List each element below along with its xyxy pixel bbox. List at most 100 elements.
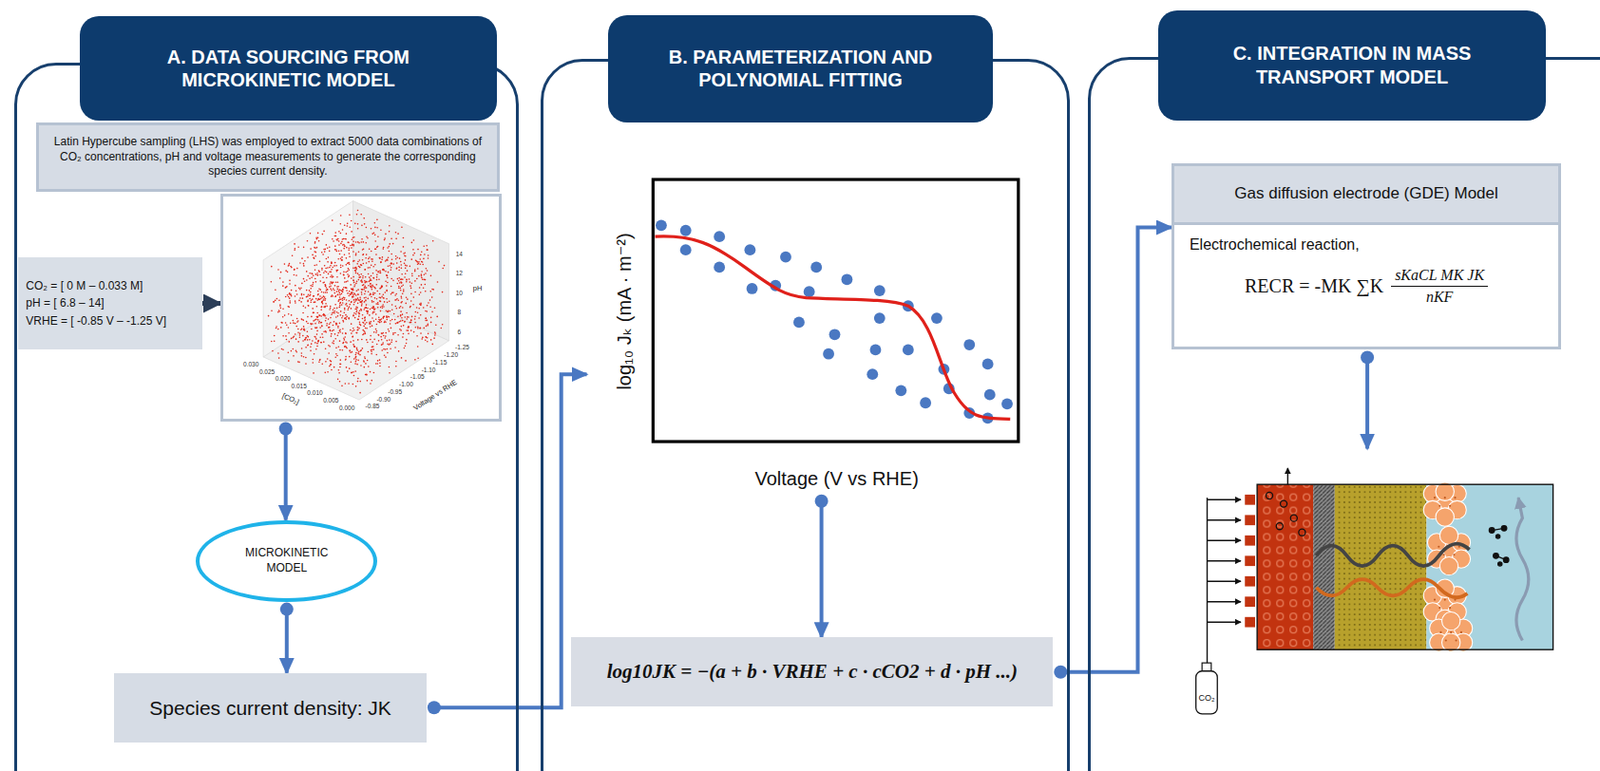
drawing-circle [312, 372, 315, 375]
drawing-circle [1453, 496, 1456, 499]
drawing-circle [358, 242, 361, 245]
drawing-circle [365, 304, 368, 306]
drawing-circle [339, 363, 342, 366]
drawing-circle [427, 302, 430, 305]
drawing-circle [301, 327, 304, 330]
drawing-circle [441, 323, 444, 326]
drawing-circle [410, 319, 413, 322]
drawing-circle [1265, 492, 1273, 499]
drawing-circle [309, 232, 312, 235]
tick-label: 0.000 [339, 403, 355, 411]
drawing-circle [309, 323, 312, 325]
drawing-circle [315, 273, 318, 276]
drawing-circle [1435, 508, 1454, 527]
drawing-circle [353, 260, 356, 263]
drawing-rect [1257, 484, 1553, 650]
drawing-circle [343, 238, 346, 241]
drawing-circle [331, 283, 334, 286]
drawing-circle [332, 240, 335, 243]
drawing-circle [420, 273, 423, 276]
drawing-circle [342, 299, 344, 302]
drawing-circle [351, 336, 354, 339]
drawing-circle [321, 251, 324, 254]
drawing-g [267, 209, 446, 395]
drawing-circle [340, 298, 343, 301]
drawing-circle [400, 250, 402, 253]
drawing-circle [311, 298, 314, 301]
drawing-circle [355, 294, 358, 297]
drawing-circle [422, 245, 425, 248]
drawing-g [1488, 526, 1509, 568]
drawing-circle [353, 358, 356, 361]
drawing-circle [349, 329, 352, 332]
drawing-circle [323, 300, 326, 303]
tick-label: -1.25 [455, 343, 470, 351]
drawing-circle [359, 380, 362, 383]
drawing-circle [303, 278, 305, 281]
drawing-circle [288, 293, 291, 296]
drawing-circle [379, 287, 381, 290]
drawing-circle [339, 294, 342, 297]
drawing-circle [338, 372, 341, 375]
drawing-circle [348, 293, 351, 296]
drawing-circle [363, 358, 366, 361]
drawing-circle [396, 256, 399, 259]
drawing-circle [402, 288, 405, 291]
section-title: A. DATA SOURCING FROM MICROKINETIC MODEL [121, 45, 455, 93]
drawing-circle [334, 333, 337, 336]
drawing-circle [390, 238, 393, 241]
drawing-circle [345, 286, 348, 289]
drawing-circle [304, 337, 307, 340]
drawing-circle [1444, 598, 1447, 601]
drawing-circle [296, 318, 299, 321]
drawing-circle [344, 356, 347, 359]
drawing-circle [430, 317, 433, 320]
drawing-circle [285, 322, 287, 324]
drawing-circle [280, 326, 283, 329]
drawing-circle [902, 344, 915, 357]
drawing-circle [400, 296, 402, 299]
tick-label: -1.10 [421, 365, 437, 373]
drawing-circle [400, 273, 403, 276]
drawing-circle [355, 299, 358, 302]
drawing-circle [342, 286, 345, 289]
drawing-circle [931, 312, 943, 324]
drawing-circle [361, 248, 364, 251]
drawing-circle [357, 318, 360, 321]
drawing-circle [296, 293, 299, 296]
drawing-circle [294, 247, 297, 250]
drawing-circle [392, 333, 395, 336]
drawing-circle [414, 268, 417, 271]
drawing-circle [426, 248, 429, 251]
drawing-circle [336, 238, 339, 241]
drawing-circle [359, 301, 362, 304]
drawing-circle [366, 237, 369, 240]
drawing-circle [400, 357, 403, 360]
drawing-circle [354, 370, 357, 373]
drawing-circle [287, 313, 290, 316]
drawing-circle [370, 275, 373, 278]
drawing-circle [331, 330, 334, 333]
drawing-circle [319, 315, 322, 318]
drawing-circle [397, 334, 400, 337]
drawing-circle [368, 276, 371, 279]
drawing-circle [285, 323, 288, 326]
drawing-circle [322, 276, 324, 279]
drawing-circle [297, 361, 300, 363]
drawing-circle [364, 268, 367, 271]
drawing-circle [380, 305, 383, 308]
drawing-circle [359, 309, 362, 312]
drawing-circle [361, 339, 363, 342]
drawing-circle [343, 224, 346, 227]
drawing-circle [270, 266, 273, 268]
drawing-circle [417, 325, 420, 328]
drawing-circle [404, 345, 407, 348]
drawing-circle [362, 241, 365, 244]
drawing-circle [810, 262, 822, 274]
drawing-circle [430, 275, 433, 278]
drawing-circle [365, 281, 368, 284]
drawing-circle [346, 225, 349, 228]
drawing-circle [380, 272, 382, 275]
drawing-circle [325, 323, 328, 325]
drawing-circle [356, 281, 359, 284]
